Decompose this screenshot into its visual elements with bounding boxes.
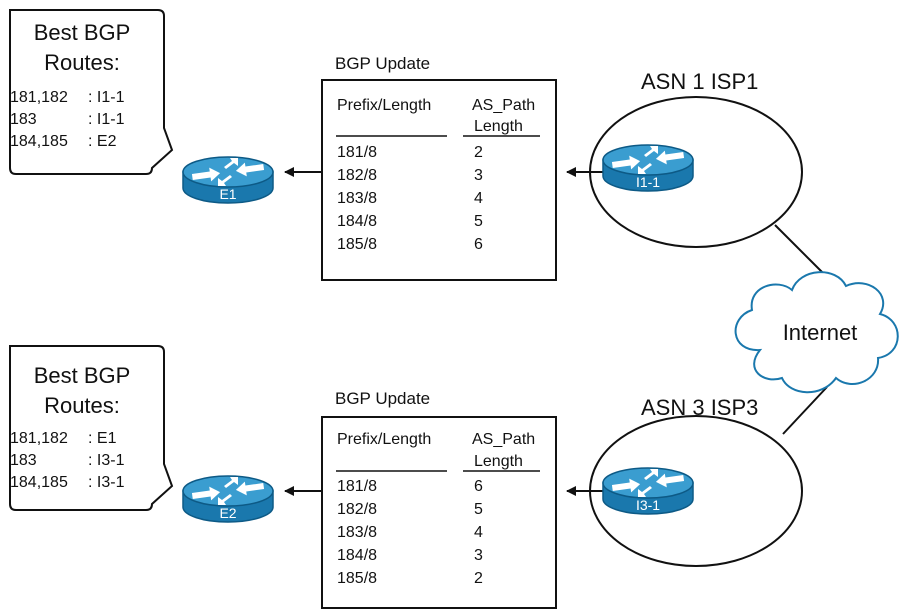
row-length: 2 [474,570,483,587]
asn-label: ASN 3 ISP3 [641,395,758,420]
router-arrows-icon [191,158,265,186]
bottom-best-routes-callout: Best BGP Routes: 181,182 : E1 183 : I3-1… [9,345,174,511]
bgp-update-title: BGP Update [335,389,430,408]
isp1-asn-ellipse [589,96,803,248]
isp3-internet-link [782,386,828,435]
internet-label: Internet [783,320,858,345]
router-label: I1-1 [636,174,660,190]
callout-row-nexthop: : E1 [88,430,117,447]
internet-cloud: Internet [734,271,899,394]
router-i3-1[interactable]: I3-1 [602,467,694,515]
router-top [182,156,274,188]
callout-row-nexthop: : I1-1 [88,89,125,106]
router-arrows-icon [611,146,685,174]
callout-row-nexthop: : I3-1 [88,452,125,469]
row-length: 3 [474,547,483,564]
asn-label: ASN 1 ISP1 [641,69,758,94]
callout-row-prefixes: 181,182 [10,430,68,447]
top-best-routes-callout: Best BGP Routes: 181,182 : I1-1 183 : I1… [9,9,174,175]
row-prefix: 184/8 [337,547,377,564]
row-length: 5 [474,501,483,518]
row-prefix: 181/8 [337,478,377,495]
col-header-prefix: Prefix/Length [337,97,431,114]
callout-title-line1: Best BGP [34,363,131,388]
callout-row-nexthop: : I1-1 [88,111,125,128]
bottom-bgp-update-table: Prefix/Length AS_Path Length 181/8 6 182… [321,416,557,609]
row-prefix: 183/8 [337,524,377,541]
row-prefix: 183/8 [337,190,377,207]
isp1-internet-link [774,224,827,277]
callout-title-line1: Best BGP [34,20,131,45]
row-length: 6 [474,236,483,253]
callout-row-prefixes: 183 [10,452,37,469]
callout-row-prefixes: 181,182 [10,89,68,106]
router-top [602,144,694,176]
row-length: 5 [474,213,483,230]
row-prefix: 181/8 [337,144,377,161]
col-header-length: Length [474,453,523,470]
update-box [321,416,557,609]
router-top [602,467,694,499]
row-length: 2 [474,144,483,161]
callout-box [9,9,174,175]
isp3-asn-ellipse [589,415,803,567]
router-top [182,475,274,507]
callout-row-nexthop: : I3-1 [88,474,125,491]
callout-box [9,345,174,511]
update-box [321,79,557,281]
row-prefix: 182/8 [337,167,377,184]
callout-row-nexthop: : E2 [88,133,117,150]
callout-title-line2: Routes: [44,50,120,75]
router-label: E2 [219,505,236,521]
router-arrows-icon [611,469,685,497]
callout-row-prefixes: 184,185 [10,133,68,150]
row-prefix: 182/8 [337,501,377,518]
col-header-length: Length [474,118,523,135]
top-bgp-update-table: Prefix/Length AS_Path Length 181/8 2 182… [321,79,557,281]
row-length: 6 [474,478,483,495]
row-prefix: 185/8 [337,236,377,253]
router-label: I3-1 [636,497,660,513]
callout-row-prefixes: 184,185 [10,474,68,491]
row-length: 4 [474,524,483,541]
router-label: E1 [219,186,236,202]
router-i1-1[interactable]: I1-1 [602,144,694,192]
row-length: 3 [474,167,483,184]
row-prefix: 185/8 [337,570,377,587]
col-header-prefix: Prefix/Length [337,431,431,448]
bgp-update-title: BGP Update [335,54,430,73]
router-arrows-icon [191,477,265,505]
callout-title-line2: Routes: [44,393,120,418]
router-e1[interactable]: E1 [182,156,274,204]
col-header-aspath: AS_Path [472,431,535,448]
router-e2[interactable]: E2 [182,475,274,523]
callout-row-prefixes: 183 [10,111,37,128]
col-header-aspath: AS_Path [472,97,535,114]
cloud-shape [734,271,899,394]
row-length: 4 [474,190,483,207]
row-prefix: 184/8 [337,213,377,230]
